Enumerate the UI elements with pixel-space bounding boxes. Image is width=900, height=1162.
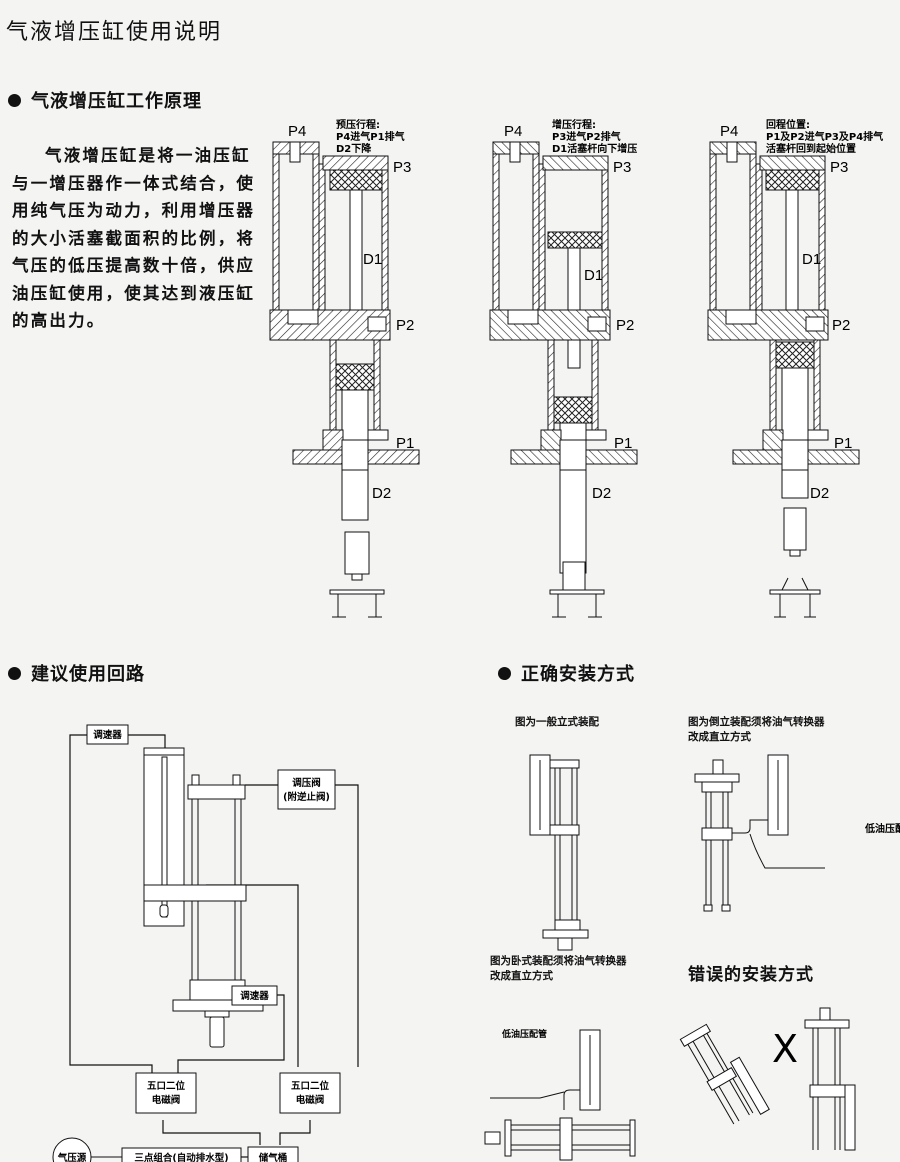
caption-inverted: 图为倒立装配须将油气转换器 改成直立方式	[688, 715, 825, 745]
air-source-label: 气压源	[57, 1152, 87, 1162]
speed-controller-top-label: 调速器	[93, 729, 122, 741]
note-line: D2下降	[336, 142, 372, 155]
label-p2: P2	[832, 317, 850, 334]
note-line: P4进气P1排气	[336, 130, 405, 143]
label-d2: D2	[372, 485, 391, 502]
note-line: 活塞杆回到起始位置	[766, 142, 856, 155]
section-principle-heading: 气液增压缸工作原理	[8, 87, 202, 113]
principle-description-text: 气液增压缸是将一油压缸与一增压器作一体式结合，使用纯气压为动力，利用增压器的大小…	[12, 146, 256, 330]
page-title: 气液增压缸使用说明	[6, 20, 223, 45]
note-line: 增压行程:	[552, 118, 596, 131]
section-principle-title: 气液增压缸工作原理	[31, 91, 202, 112]
check-valve-label: (附逆止阀)	[283, 791, 330, 803]
solenoid-right-label: 五口二位	[291, 1080, 330, 1092]
solenoid-left-label: 五口二位	[147, 1080, 186, 1092]
recommended-circuit-diagram: 调速器 调压阀 (附逆止阀) 调速器 五口二位 电磁阀 五口二位 电磁阀 气压源…	[52, 724, 359, 1162]
label-d2: D2	[592, 485, 611, 502]
frl-unit-label: 三点组合(自动排水型)	[134, 1152, 228, 1162]
air-tank-label: 储气桶	[259, 1152, 288, 1162]
section-install-heading: 正确安装方式	[498, 660, 635, 686]
label-d1: D1	[802, 251, 821, 268]
label-p4: P4	[288, 123, 306, 140]
section-circuit-title: 建议使用回路	[31, 664, 145, 685]
note-line: P3进气P2排气	[552, 130, 621, 143]
cylinder-diagram-prestroke: P4 预压行程: P4进气P1排气 D2下降 P3 D1 P2 P1 D2	[269, 118, 420, 618]
label-d1: D1	[584, 267, 603, 284]
pressure-valve-label: 调压阀	[292, 777, 321, 789]
bullet-icon	[498, 666, 511, 680]
label-p1: P1	[614, 435, 632, 452]
label-d1: D1	[363, 251, 382, 268]
solenoid-left-label-2: 电磁阀	[152, 1094, 181, 1106]
wrong-x-icon: X	[772, 1027, 798, 1071]
label-p4: P4	[504, 123, 522, 140]
cylinder-diagram-boost-stroke: P4 增压行程: P3进气P2排气 D1活塞杆向下增压 P3 D1 P2 P1 …	[489, 118, 638, 618]
label-p3: P3	[830, 159, 848, 176]
section-install-title: 正确安装方式	[521, 664, 635, 685]
install-illustrations: 低油压配管 低油压配管 X	[484, 754, 900, 1161]
low-pressure-pipe-label-inverted: 低油压配管	[864, 822, 900, 835]
caption-horizontal-line1: 图为卧式装配须将油气转换器	[490, 955, 627, 967]
label-p4: P4	[720, 123, 738, 140]
note-line: 回程位置:	[766, 118, 810, 131]
bullet-icon	[8, 666, 21, 680]
label-p2: P2	[616, 317, 634, 334]
caption-inverted-line1: 图为倒立装配须将油气转换器	[688, 716, 825, 728]
principle-description: 气液增压缸是将一油压缸与一增压器作一体式结合，使用纯气压为动力，利用增压器的大小…	[12, 142, 257, 335]
caption-horizontal-line2: 改成直立方式	[490, 970, 553, 982]
caption-horizontal: 图为卧式装配须将油气转换器 改成直立方式	[490, 954, 627, 984]
caption-vertical: 图为一般立式装配	[515, 716, 599, 728]
label-p3: P3	[393, 159, 411, 176]
wrong-install-title: 错误的安装方式	[688, 965, 814, 985]
speed-controller-mid-label: 调速器	[240, 990, 269, 1002]
section-circuit-heading: 建议使用回路	[8, 660, 145, 686]
label-p1: P1	[396, 435, 414, 452]
label-p1: P1	[834, 435, 852, 452]
label-d2: D2	[810, 485, 829, 502]
low-pressure-pipe-label-horizontal: 低油压配管	[501, 1028, 547, 1040]
note-line: D1活塞杆向下增压	[552, 142, 637, 155]
solenoid-right-label-2: 电磁阀	[296, 1094, 325, 1106]
note-line: 预压行程:	[336, 118, 380, 131]
label-p2: P2	[396, 317, 414, 334]
note-line: P1及P2进气P3及P4排气	[766, 130, 883, 143]
label-p3: P3	[613, 159, 631, 176]
caption-inverted-line2: 改成直立方式	[688, 731, 751, 743]
cylinder-diagram-return: P4 回程位置: P1及P2进气P3及P4排气 活塞杆回到起始位置 P3 D1 …	[707, 118, 883, 618]
bullet-icon	[8, 93, 21, 107]
